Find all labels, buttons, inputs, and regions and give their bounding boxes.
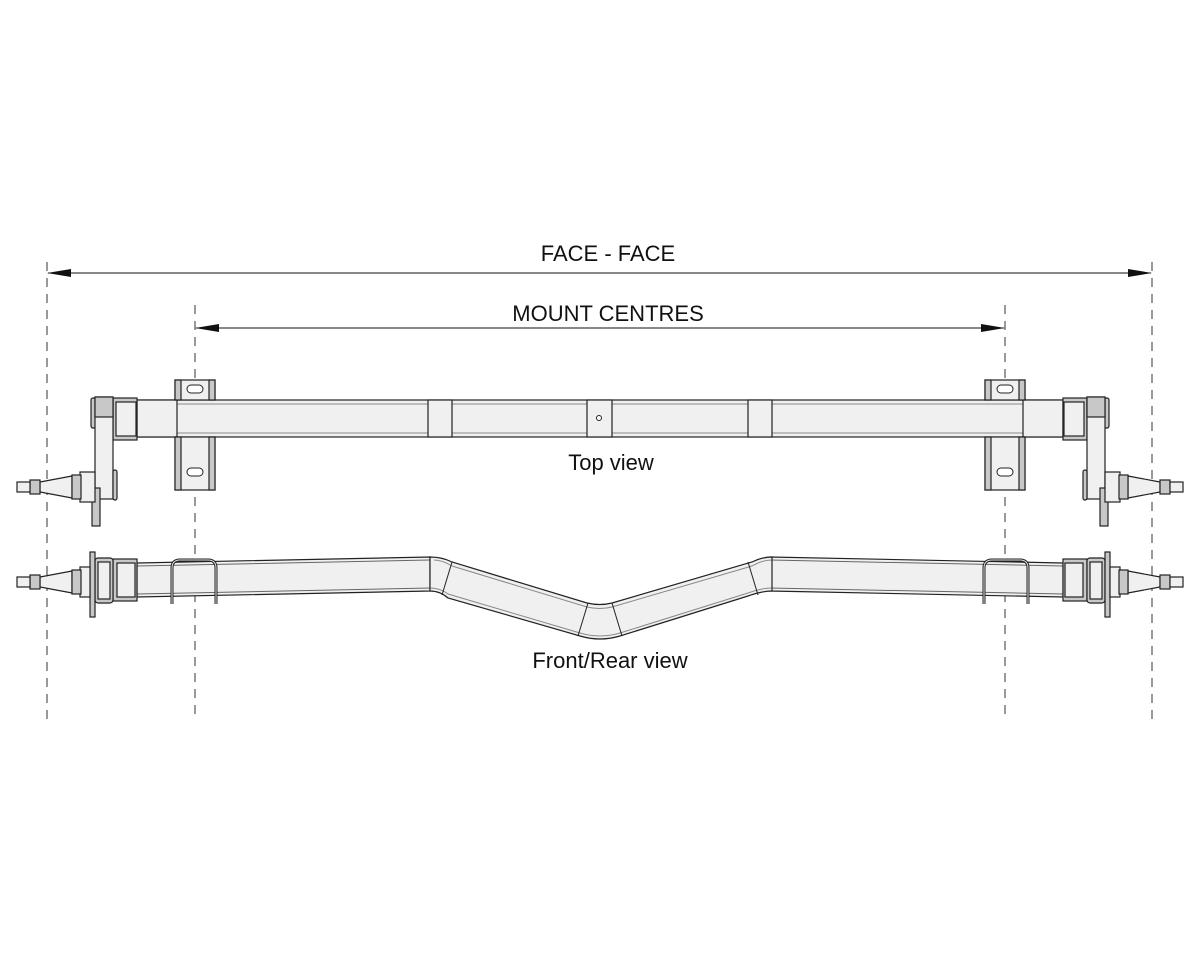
top-view-label: Top view	[568, 450, 654, 475]
top-view-axle	[16, 379, 1184, 527]
front-rear-view-axle	[15, 550, 1185, 640]
face-face-label: FACE - FACE	[541, 241, 675, 266]
front-rear-view-label: Front/Rear view	[532, 648, 687, 673]
mount-centres-label: MOUNT CENTRES	[512, 301, 704, 326]
